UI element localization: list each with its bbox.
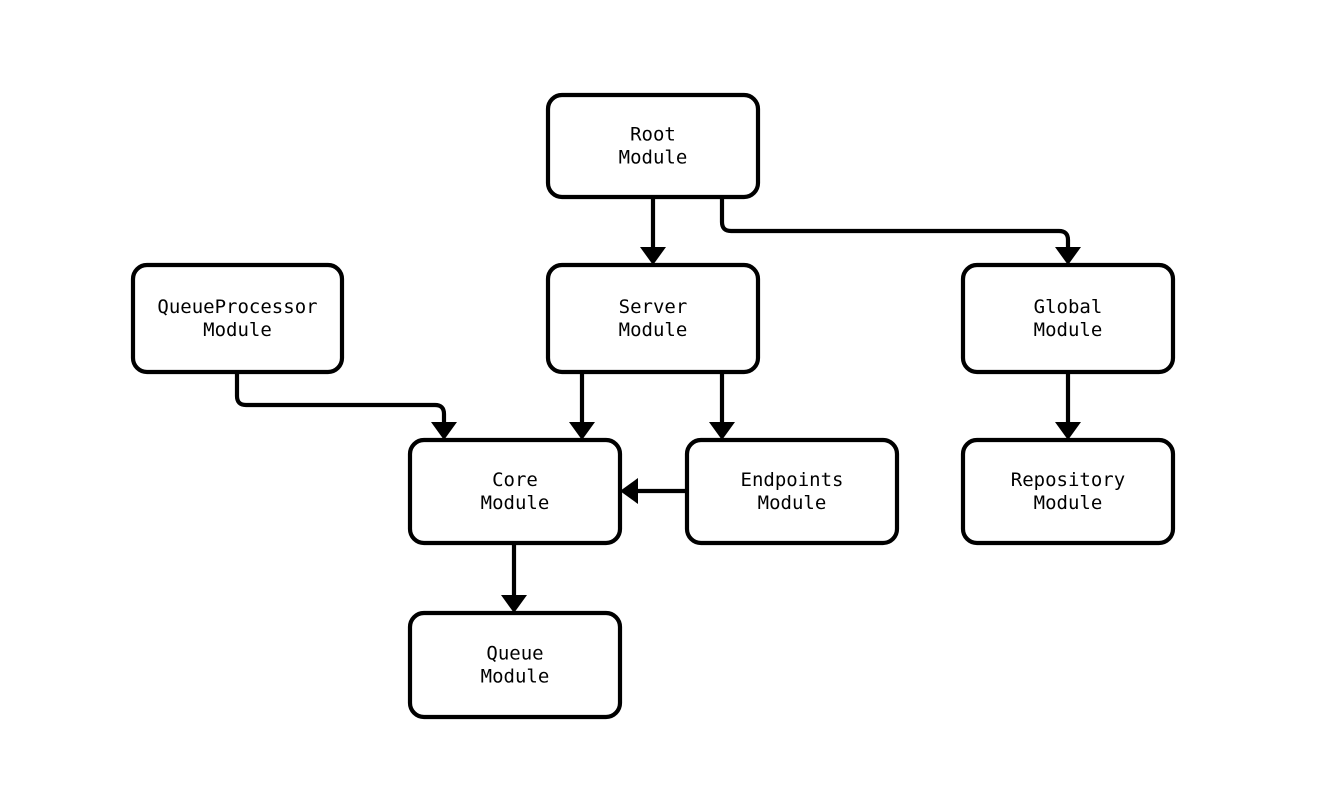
edges-layer xyxy=(234,197,1081,613)
arrow-head-icon xyxy=(1055,247,1081,265)
edge-core-to-queue xyxy=(501,543,527,613)
edge-endpoints-to-core xyxy=(620,478,687,504)
node-box[interactable] xyxy=(407,437,623,546)
node-box[interactable] xyxy=(684,437,900,546)
edge-global-to-repository xyxy=(1055,372,1081,440)
node-label-line1: Queue xyxy=(486,643,543,665)
node-label-line2: Module xyxy=(1034,319,1103,341)
node-label-line1: Global xyxy=(1034,296,1103,318)
node-label-line2: Module xyxy=(619,319,688,341)
node-label-line2: Module xyxy=(758,492,827,514)
node-label-line1: Repository xyxy=(1011,469,1125,491)
node-label-line2: Module xyxy=(619,147,688,169)
arrow-head-icon xyxy=(431,422,457,440)
node-box[interactable] xyxy=(545,262,761,375)
edge-server-to-core xyxy=(569,372,595,440)
nodes-layer: RootModuleQueueProcessorModuleServerModu… xyxy=(130,92,1176,720)
node-label-line2: Module xyxy=(1034,492,1103,514)
arrow-head-icon xyxy=(501,595,527,613)
edge-server-to-endpoints xyxy=(709,372,735,440)
node-label-line1: Root xyxy=(630,124,676,146)
node-box[interactable] xyxy=(960,437,1176,546)
node-label-line2: Module xyxy=(203,319,272,341)
node-label-line2: Module xyxy=(481,666,550,688)
node-label-line1: QueueProcessor xyxy=(157,296,317,318)
node-box[interactable] xyxy=(407,610,623,720)
arrow-head-icon xyxy=(569,422,595,440)
node-label-line1: Server xyxy=(619,296,688,318)
edge-root-to-server xyxy=(640,197,666,265)
edge-line xyxy=(234,372,447,423)
edge-queueprocessor-to-core xyxy=(234,372,457,440)
arrow-head-icon xyxy=(640,247,666,265)
arrow-head-icon xyxy=(709,422,735,440)
edge-line xyxy=(719,197,1071,248)
node-label-line1: Core xyxy=(492,469,538,491)
node-box[interactable] xyxy=(545,92,761,200)
arrow-head-icon xyxy=(1055,422,1081,440)
node-label-line2: Module xyxy=(481,492,550,514)
edge-root-to-global xyxy=(719,197,1081,265)
node-label-line1: Endpoints xyxy=(741,469,844,491)
node-box[interactable] xyxy=(960,262,1176,375)
arrow-head-icon xyxy=(620,478,638,504)
node-box[interactable] xyxy=(130,262,345,375)
